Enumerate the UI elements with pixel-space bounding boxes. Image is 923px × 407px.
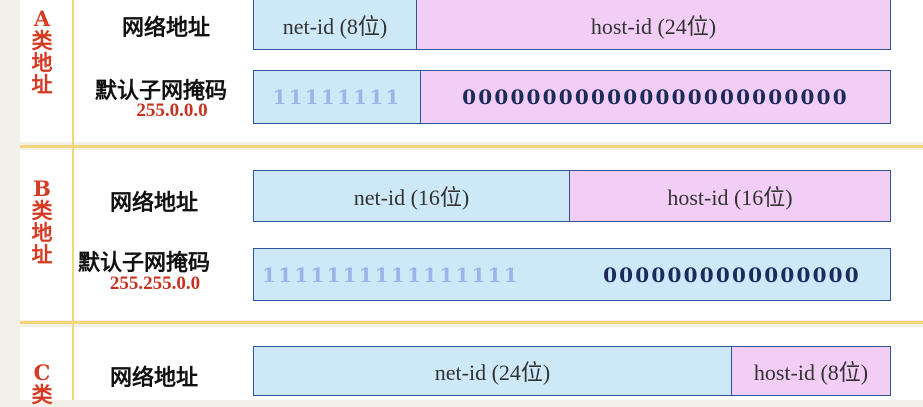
class-b-mask-value: 255.255.0.0 <box>109 273 201 294</box>
class-a-char-1: 类 <box>31 28 53 53</box>
class-a-char-0: A <box>33 6 51 31</box>
class-a-net-id-segment: net-id (8位) <box>254 0 416 49</box>
class-a-mask-label: 默认子网掩码 <box>95 79 228 104</box>
class-b-char-1: 类 <box>31 198 53 223</box>
class-c-net-id-segment: net-id (24位) <box>254 347 731 395</box>
class-a-mask-ones: 11111111 <box>254 71 420 123</box>
class-a-char-3: 址 <box>31 72 53 97</box>
class-b-mask-zeros: 0000000000000000 <box>574 249 890 300</box>
class-b-network-address-label: 网络地址 <box>110 191 199 216</box>
class-c-label: C 类 <box>22 362 62 406</box>
class-a-host-id-segment: host-id (24位) <box>416 0 890 49</box>
class-b-label: B 类 地 址 <box>22 178 62 266</box>
class-a-network-address-label: 网络地址 <box>122 16 211 41</box>
class-b-mask-bar: 1111111111111111 0000000000000000 <box>253 248 891 301</box>
class-a-char-2: 地 <box>31 50 53 75</box>
class-a-address-bar: net-id (8位) host-id (24位) <box>253 0 891 50</box>
class-b-host-id-segment: host-id (16位) <box>569 171 890 221</box>
class-b-net-id-segment: net-id (16位) <box>254 171 569 221</box>
class-c-char-1: 类 <box>31 382 53 407</box>
divider-bc <box>20 321 923 324</box>
class-a-mask-zeros: 000000000000000000000000 <box>420 71 890 123</box>
class-c-network-address-label: 网络地址 <box>110 366 199 391</box>
class-c-address-bar: net-id (24位) host-id (8位) <box>253 346 891 396</box>
class-b-char-0: B <box>33 176 51 201</box>
class-b-mask-label: 默认子网掩码 <box>78 251 211 276</box>
divider-ab <box>20 145 923 148</box>
class-c-char-0: C <box>33 360 51 385</box>
class-b-mask-ones: 1111111111111111 <box>254 249 574 300</box>
class-a-mask-value: 255.0.0.0 <box>136 100 208 121</box>
class-a-label: A 类 地 址 <box>22 8 62 96</box>
label-column-divider <box>72 0 74 400</box>
class-a-mask-bar: 11111111 000000000000000000000000 <box>253 70 891 124</box>
class-c-host-id-segment: host-id (8位) <box>731 347 890 395</box>
class-b-char-2: 地 <box>31 220 53 245</box>
class-b-address-bar: net-id (16位) host-id (16位) <box>253 170 891 222</box>
class-b-char-3: 址 <box>31 242 53 267</box>
